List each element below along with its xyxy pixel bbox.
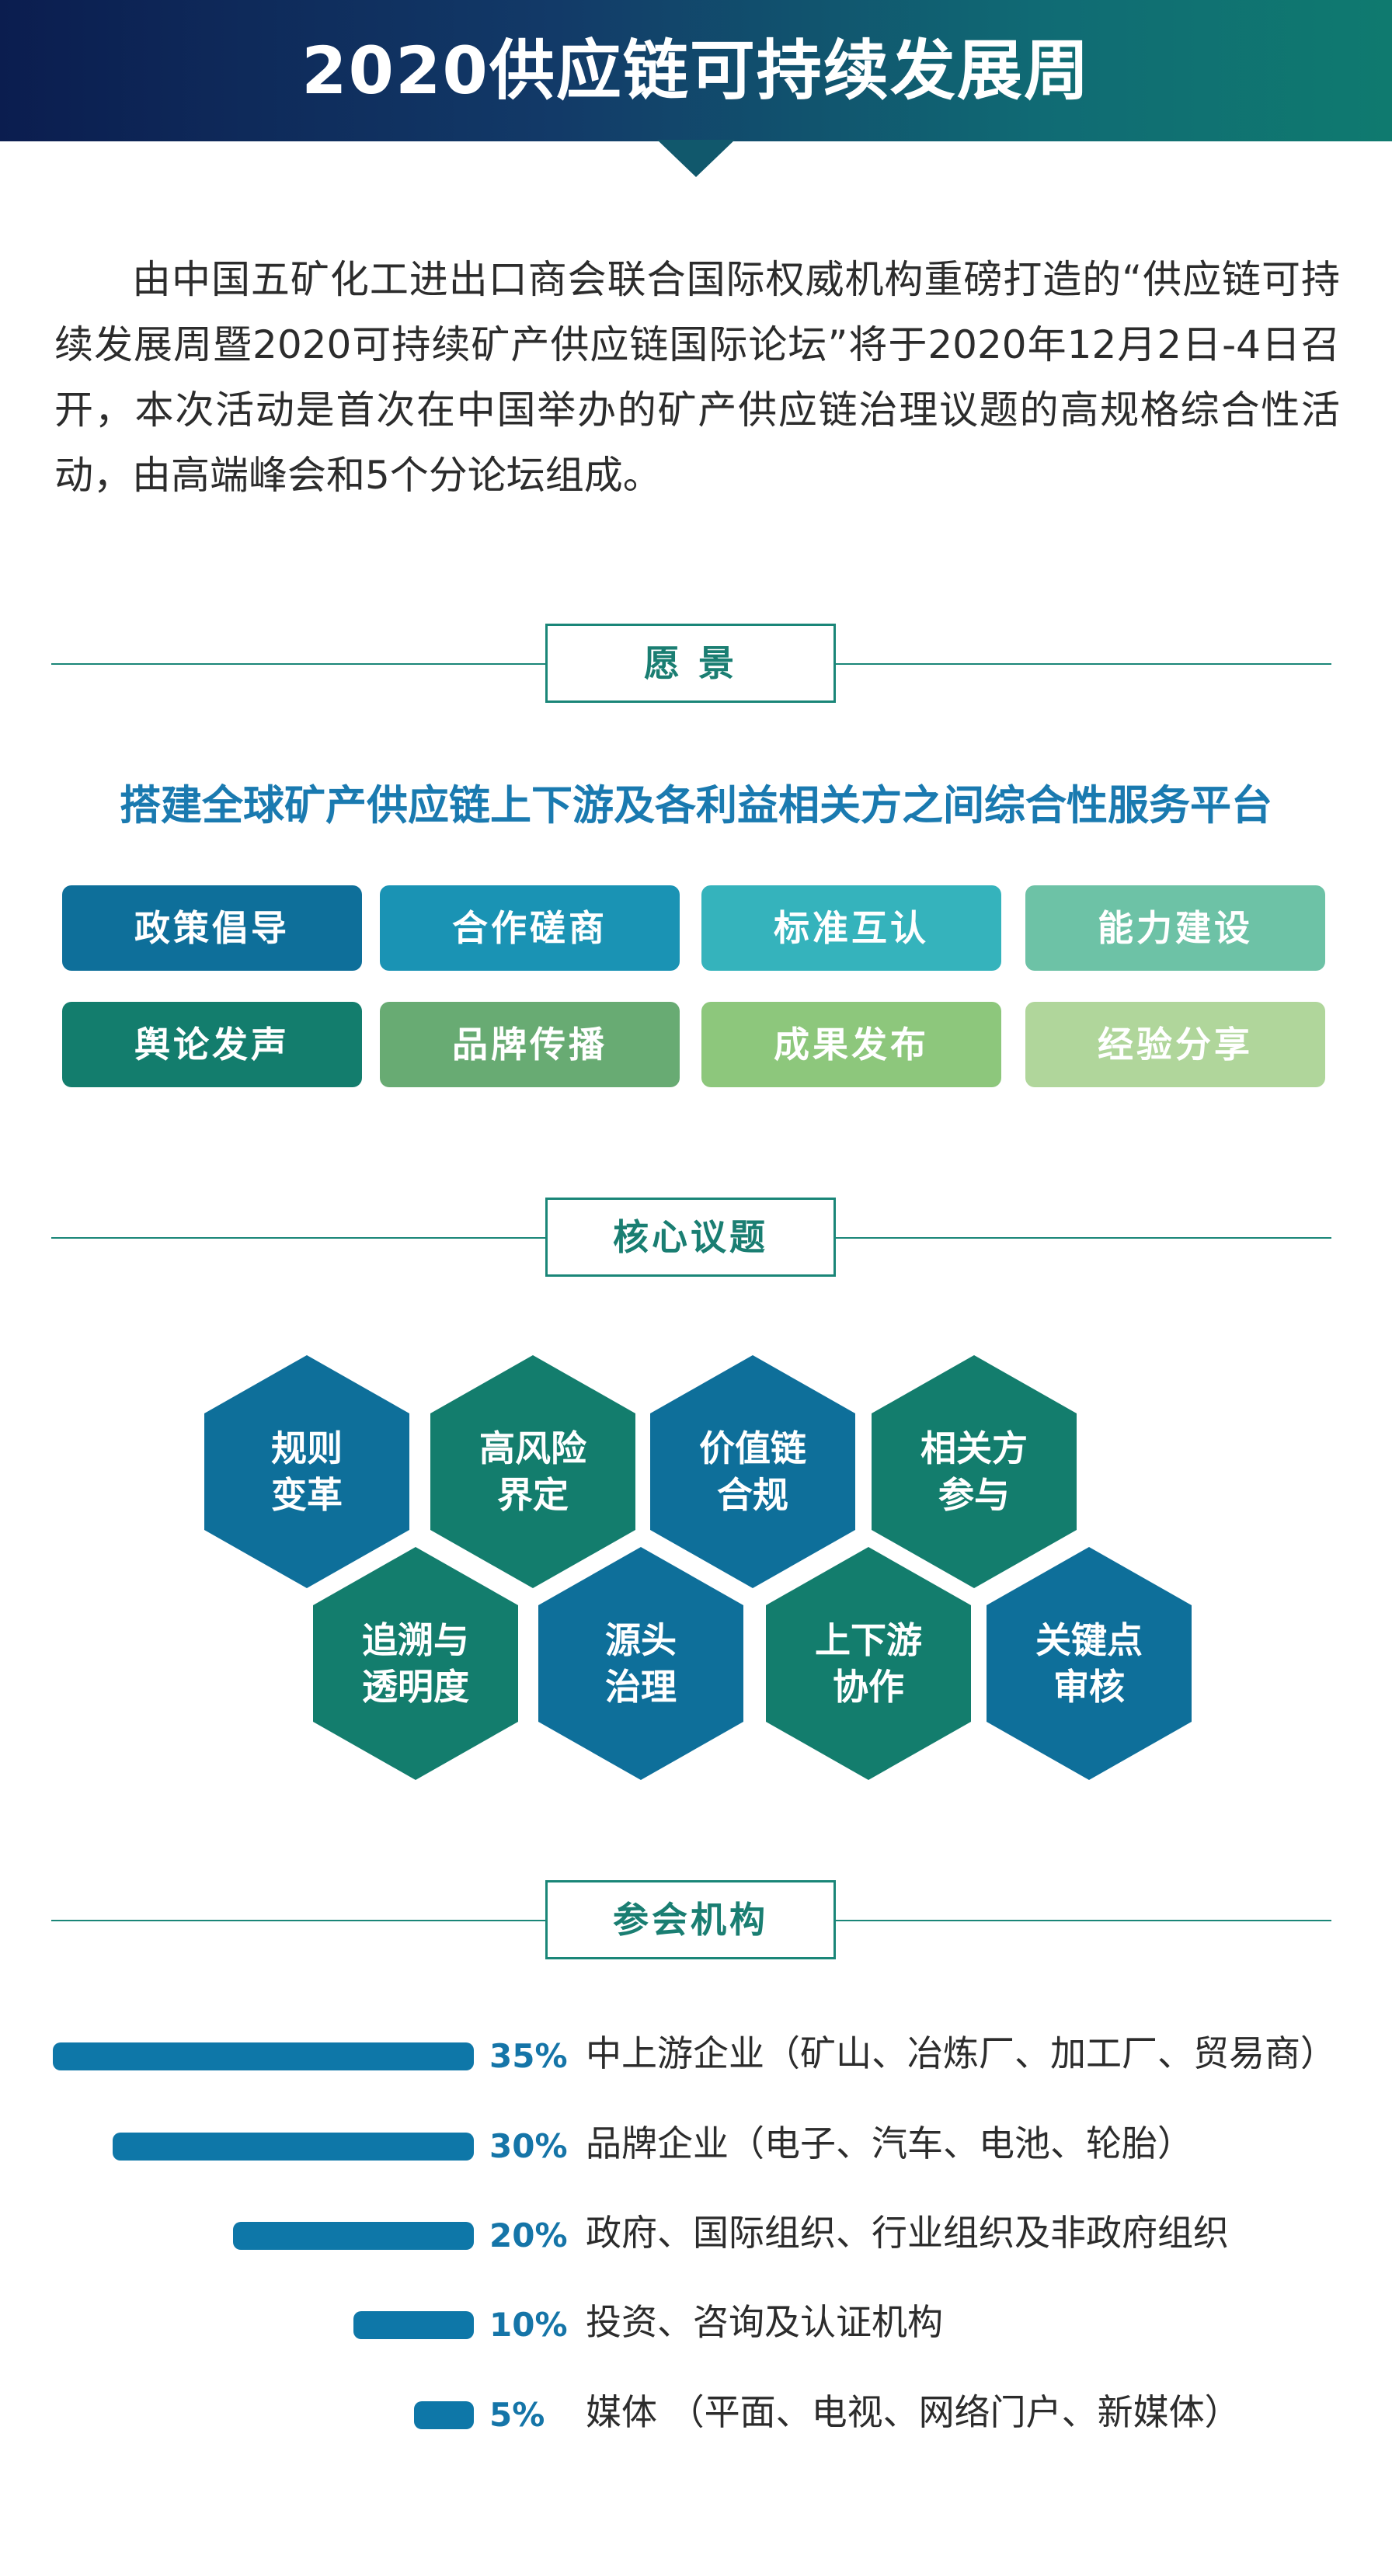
vision-heading: 愿 景 [545, 624, 836, 703]
header-banner [0, 0, 1392, 141]
participant-percent: 5% [489, 2396, 545, 2434]
topic-label: 规则变革 [271, 1427, 343, 1516]
participant-bar [52, 2042, 474, 2070]
participant-percent: 35% [489, 2037, 568, 2075]
participant-bar [113, 2133, 474, 2161]
topic-hexagon: 关键点审核 [987, 1547, 1192, 1780]
participant-percent: 30% [489, 2127, 568, 2165]
intro-paragraph: 由中国五矿化工进出口商会联合国际权威机构重磅打造的“供应链可持续发展周暨2020… [54, 257, 1340, 498]
topic-hexagon: 规则变革 [204, 1355, 409, 1588]
vision-tile: 成果发布 [701, 1002, 1001, 1087]
topic-label: 关键点审核 [1035, 1619, 1143, 1708]
topic-hexagon: 高风险界定 [430, 1355, 635, 1588]
participant-bar [353, 2311, 474, 2339]
topic-hexagon: 相关方参与 [872, 1355, 1077, 1588]
topic-label: 追溯与透明度 [362, 1619, 469, 1708]
topic-label: 价值链合规 [699, 1427, 806, 1516]
vision-tile: 能力建设 [1025, 885, 1325, 971]
topic-hexagon: 上下游协作 [766, 1547, 971, 1780]
participant-percent: 20% [489, 2216, 568, 2254]
participant-label: 中上游企业（矿山、冶炼厂、加工厂、贸易商） [586, 2032, 1336, 2074]
topic-hexagon: 源头治理 [538, 1547, 743, 1780]
topic-label: 高风险界定 [479, 1427, 586, 1516]
vision-slogan: 搭建全球矿产供应链上下游及各利益相关方之间综合性服务平台 [120, 782, 1272, 829]
topic-label: 上下游协作 [815, 1619, 922, 1708]
topic-hexagon: 价值链合规 [650, 1355, 855, 1588]
vision-tile: 舆论发声 [62, 1002, 362, 1087]
topic-label: 相关方参与 [920, 1427, 1028, 1516]
participant-label: 投资、咨询及认证机构 [586, 2301, 943, 2343]
page-title: 2020供应链可持续发展周 [301, 33, 1091, 109]
vision-tile: 经验分享 [1025, 1002, 1325, 1087]
participant-bar [413, 2401, 474, 2429]
vision-tile: 标准互认 [701, 885, 1001, 971]
participant-percent: 10% [489, 2306, 568, 2344]
topic-hexagon: 追溯与透明度 [313, 1547, 518, 1780]
participant-bar [233, 2222, 474, 2250]
header-pointer [657, 140, 735, 177]
topics-heading: 核心议题 [545, 1198, 836, 1277]
vision-tile: 政策倡导 [62, 885, 362, 971]
vision-tile: 合作磋商 [380, 885, 680, 971]
participant-label: 品牌企业（电子、汽车、电池、轮胎） [586, 2122, 1193, 2164]
participants-heading: 参会机构 [545, 1880, 836, 1959]
participant-label: 政府、国际组织、行业组织及非政府组织 [586, 2212, 1229, 2254]
participant-label: 媒体 （平面、电视、网络门户、新媒体） [586, 2391, 1241, 2433]
topic-label: 源头治理 [605, 1619, 677, 1708]
vision-tile: 品牌传播 [380, 1002, 680, 1087]
